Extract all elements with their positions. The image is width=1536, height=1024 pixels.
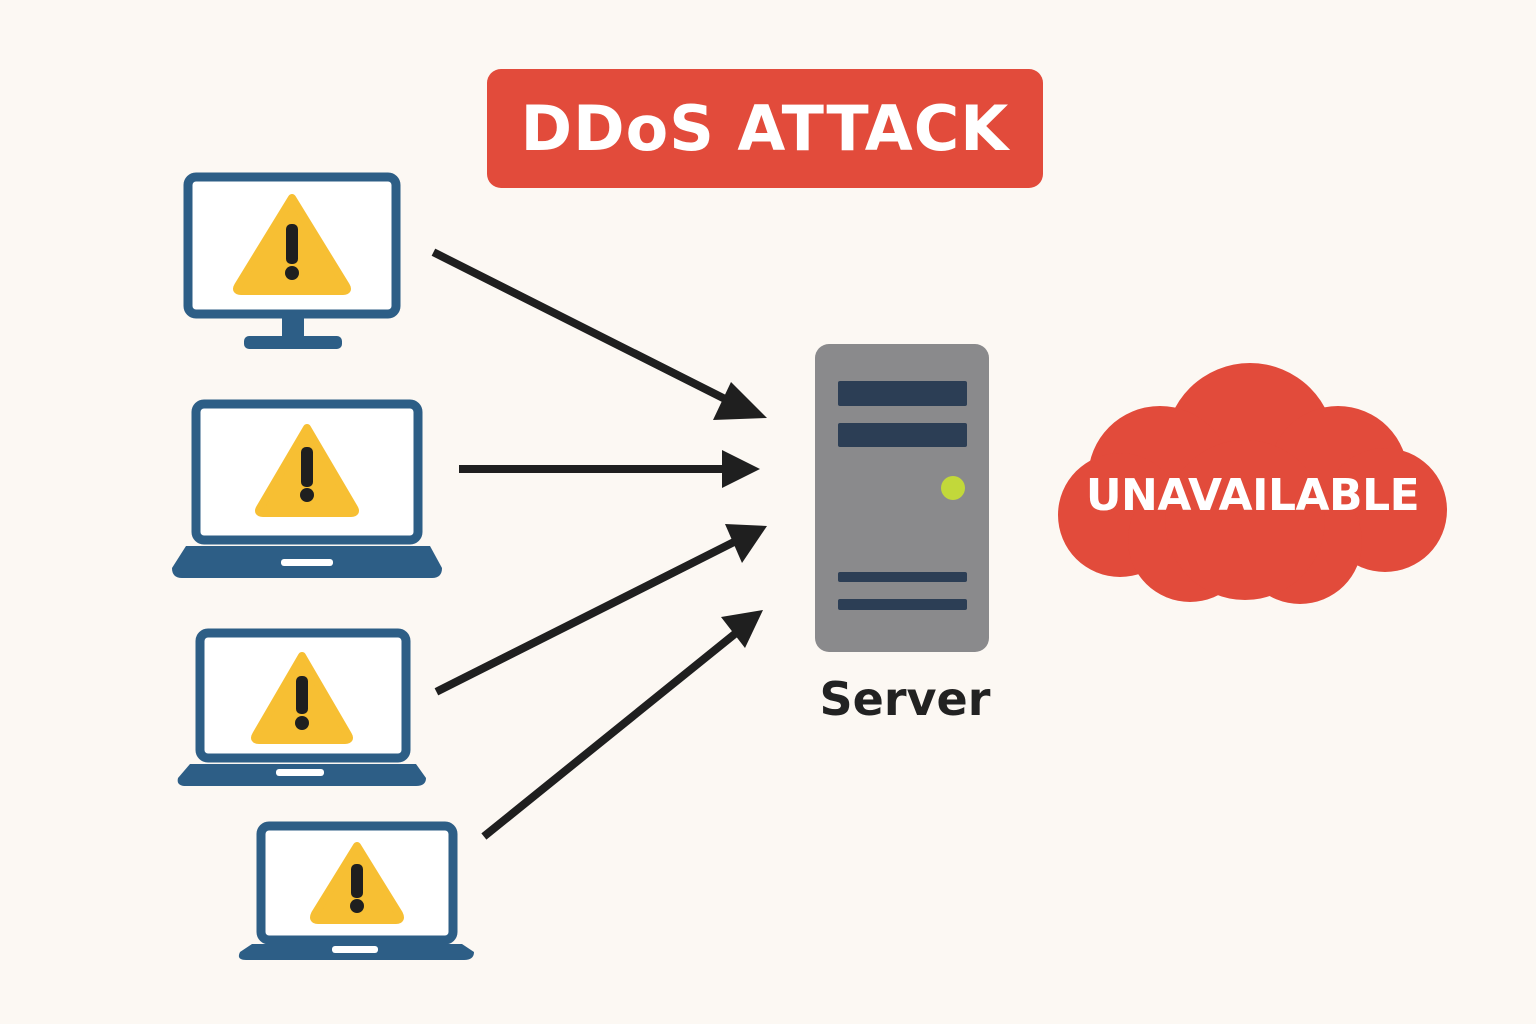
attack-arrow-3 (434, 524, 767, 696)
laptop-trackpad (276, 769, 324, 776)
desktop-stand (282, 316, 304, 342)
warning-icon (255, 424, 359, 517)
server-drive-bay-2 (838, 423, 967, 447)
attack-arrow-2 (459, 450, 760, 488)
server-drive-bay-1 (838, 381, 967, 406)
unavailable-cloud (1058, 363, 1447, 604)
laptop-trackpad (332, 946, 378, 953)
warning-icon (251, 652, 353, 744)
laptop-computer-2 (177, 628, 426, 786)
laptop-trackpad (281, 559, 333, 566)
attack-arrow-1 (431, 248, 767, 420)
desktop-base (244, 336, 342, 349)
warning-icon (233, 194, 351, 295)
server-vent-2 (838, 599, 967, 610)
server-label: Server (819, 672, 991, 726)
desktop-computer (183, 172, 401, 349)
server-vent-1 (838, 572, 967, 582)
server-tower (815, 344, 989, 652)
attack-arrow-4 (481, 610, 763, 840)
laptop-computer-3 (238, 821, 474, 960)
laptop-computer-1 (172, 399, 442, 578)
server-status-led (941, 476, 965, 500)
warning-icon (310, 842, 404, 924)
unavailable-status-text: UNAVAILABLE (1085, 470, 1420, 521)
title-banner: DDoS ATTACK (487, 69, 1043, 188)
diagram-title: DDoS ATTACK (520, 92, 1010, 165)
